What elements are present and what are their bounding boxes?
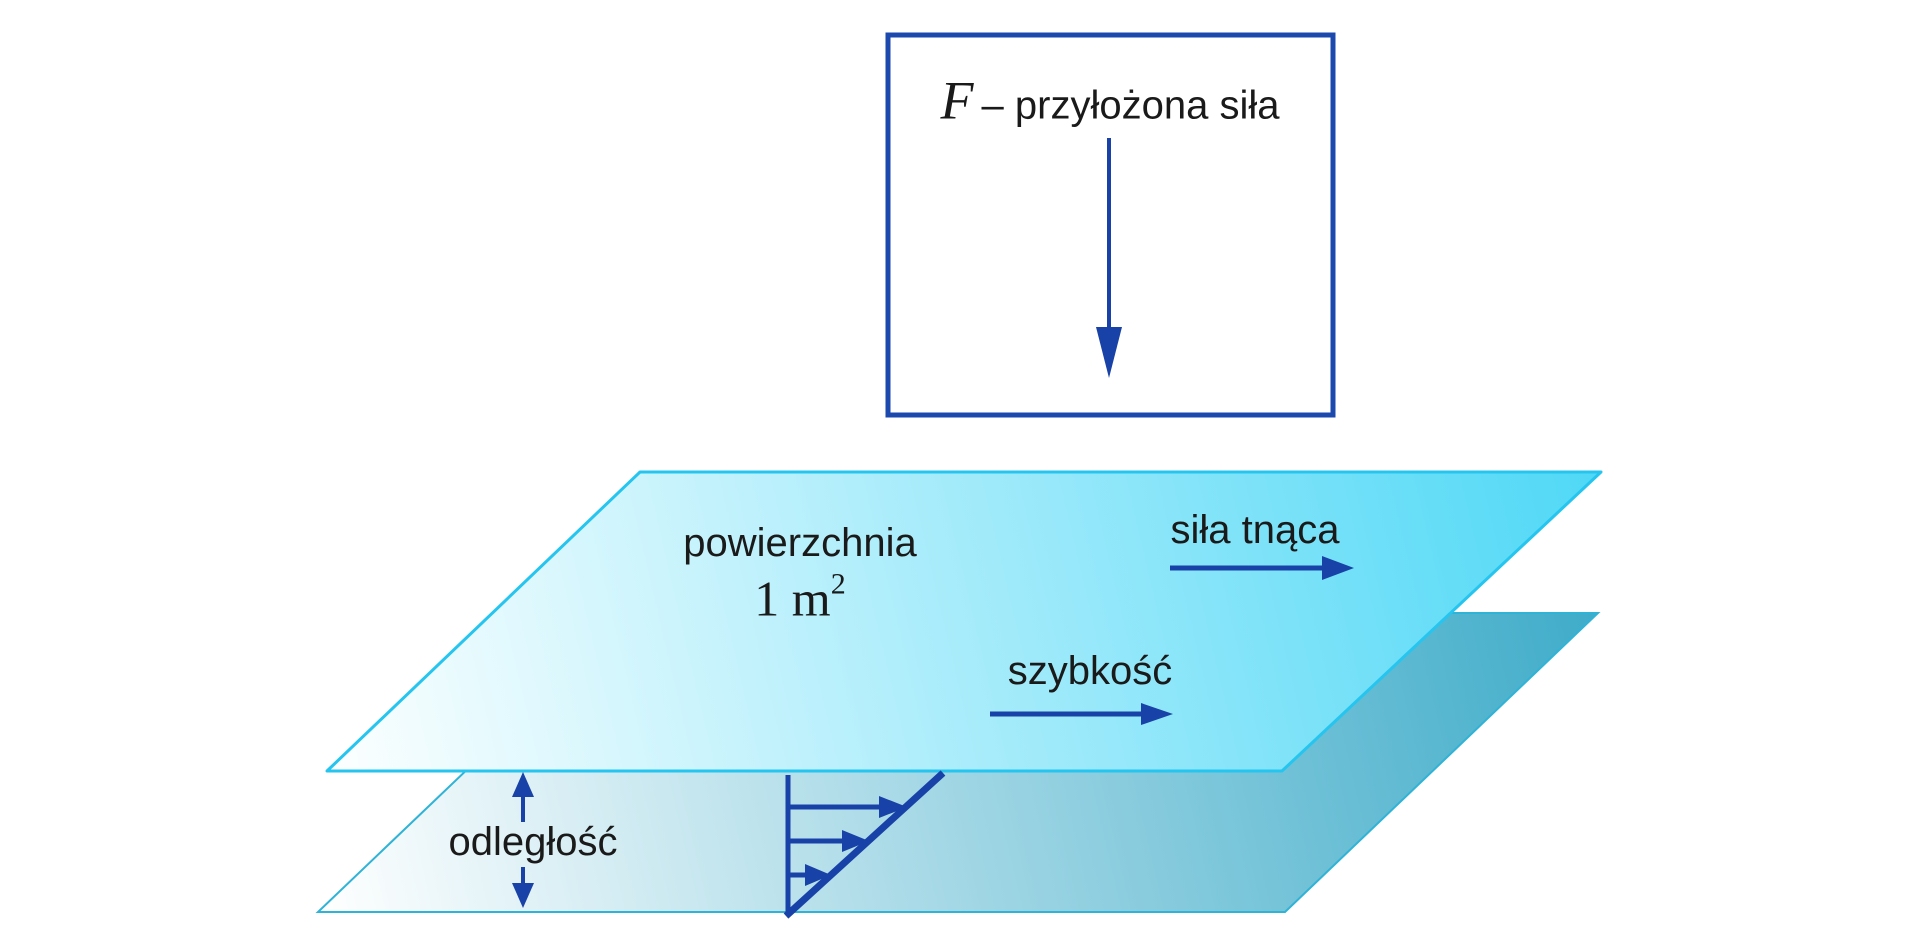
distance-label: odległość bbox=[448, 820, 618, 864]
shear-force-label: siła tnąca bbox=[1170, 508, 1340, 552]
area-value: 1 m bbox=[754, 570, 831, 627]
force-description: – przyłożona siła bbox=[981, 83, 1280, 128]
velocity-label: szybkość bbox=[1007, 649, 1173, 693]
velocity-profile-arrow-bottom bbox=[790, 864, 831, 886]
distance-double-arrow bbox=[512, 772, 534, 908]
area-label: 1 m2 bbox=[754, 568, 845, 627]
applied-force-arrow bbox=[1096, 138, 1122, 378]
velocity-profile-arrow-middle bbox=[790, 830, 869, 852]
surface-label: powierzchnia bbox=[683, 521, 917, 565]
force-symbol: F bbox=[940, 70, 974, 131]
velocity-profile-gradient-line bbox=[783, 770, 946, 919]
velocity-arrow bbox=[990, 703, 1173, 725]
velocity-profile bbox=[783, 770, 946, 919]
top-plate bbox=[325, 470, 1603, 773]
shear-force-arrow bbox=[1170, 556, 1354, 580]
area-exponent: 2 bbox=[830, 567, 846, 601]
velocity-profile-arrow-top bbox=[790, 796, 907, 818]
force-box-label: F – przyłożona siła bbox=[940, 70, 1280, 131]
